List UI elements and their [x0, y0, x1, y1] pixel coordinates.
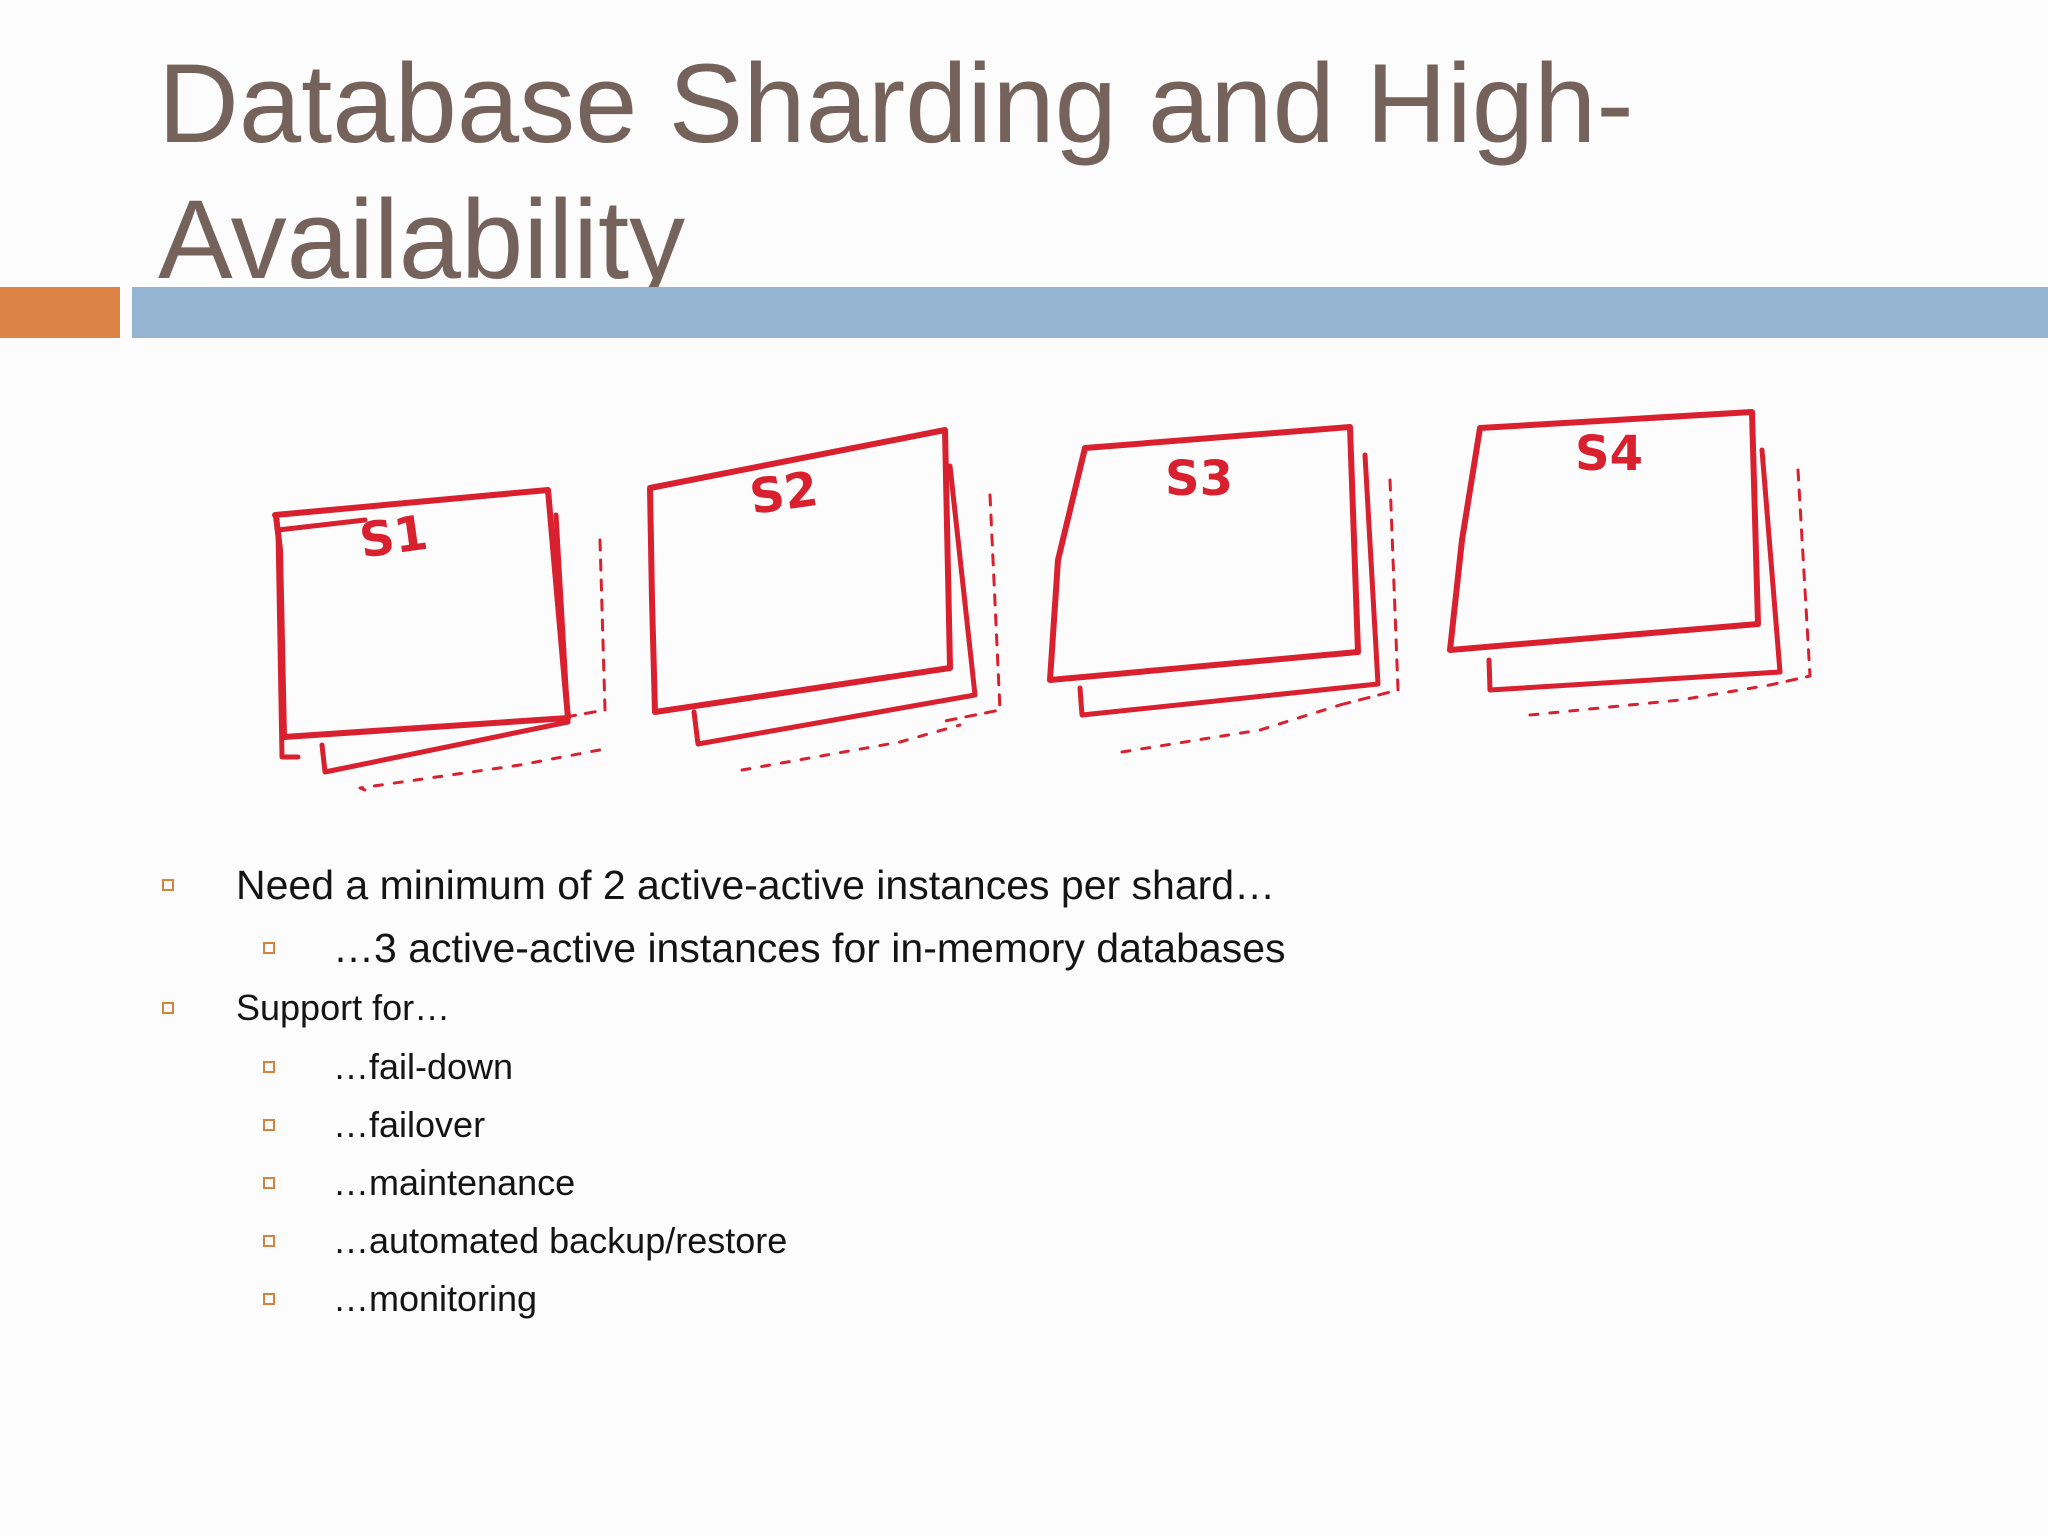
bullet-marker-icon: [162, 1002, 174, 1014]
bullet-item: …maintenance: [263, 1160, 575, 1206]
bullet-text: …maintenance: [333, 1162, 576, 1203]
bullet-text: …monitoring: [333, 1278, 538, 1319]
bullet-marker-icon: [162, 879, 174, 891]
shard-label-s4: S4: [1575, 426, 1643, 482]
shard-s1-sketch: [275, 517, 368, 760]
bullet-text: Support for…: [236, 987, 451, 1028]
bullet-item: …failover: [263, 1102, 485, 1148]
bullet-text: …failover: [333, 1104, 486, 1145]
bullet-marker-icon: [263, 1177, 275, 1189]
bullet-marker-icon: [263, 1293, 275, 1305]
shard-s2-stack: [647, 427, 1002, 772]
bullet-item: Need a minimum of 2 active-active instan…: [162, 860, 1275, 910]
accent-bar-blue: [132, 287, 2048, 338]
bullet-marker-icon: [263, 1235, 275, 1247]
slide-title: Database Sharding and High-Availability: [158, 41, 1634, 302]
shard-label-s1: S1: [356, 505, 431, 570]
accent-bar-orange: [0, 287, 120, 338]
shard-s3-stack: [1047, 424, 1400, 754]
shard-s1-stack: [272, 487, 612, 792]
bullet-marker-icon: [263, 942, 275, 954]
bullet-text: Need a minimum of 2 active-active instan…: [236, 861, 1276, 908]
shard-s4-stack: [1447, 409, 1812, 717]
shard-label-s3: S3: [1165, 451, 1233, 507]
bullet-item: …3 active-active instances for in-memory…: [263, 923, 1286, 973]
bullet-text: …fail-down: [333, 1046, 514, 1087]
shard-sketch: S1 S2 S3 S4: [272, 409, 1812, 792]
bullet-text: …automated backup/restore: [333, 1220, 788, 1261]
bullet-marker-icon: [263, 1119, 275, 1131]
bullet-text: …3 active-active instances for in-memory…: [333, 924, 1286, 971]
bullet-item: …fail-down: [263, 1044, 513, 1090]
shard-label-s2: S2: [746, 461, 821, 526]
bullet-item: Support for…: [162, 985, 450, 1031]
bullet-item: …monitoring: [263, 1276, 537, 1322]
bullet-item: …automated backup/restore: [263, 1218, 787, 1264]
bullet-marker-icon: [263, 1061, 275, 1073]
